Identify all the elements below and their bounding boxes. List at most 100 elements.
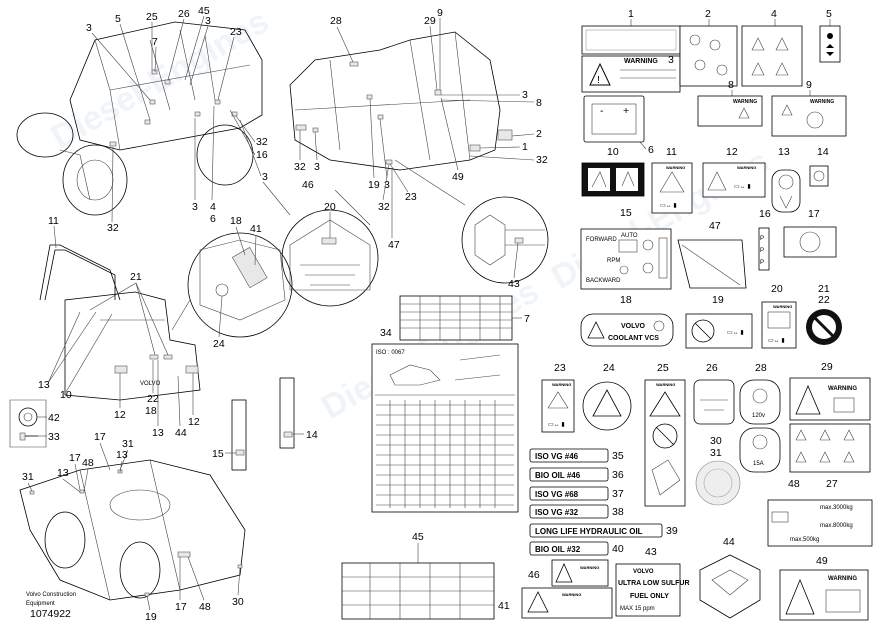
svg-text:WARNING: WARNING bbox=[773, 304, 792, 309]
decal-11: 11 WARNING ▭↔ ▮ bbox=[651, 146, 693, 214]
svg-text:13: 13 bbox=[778, 146, 790, 158]
svg-text:32: 32 bbox=[107, 222, 119, 234]
svg-text:39: 39 bbox=[666, 525, 678, 537]
svg-text:48: 48 bbox=[82, 457, 94, 469]
decal-6: - + 6 bbox=[583, 95, 654, 156]
decal-44: 44 bbox=[699, 536, 761, 619]
svg-text:43: 43 bbox=[645, 546, 657, 558]
svg-text:31: 31 bbox=[122, 438, 134, 450]
svg-text:FORWARD: FORWARD bbox=[586, 237, 617, 243]
svg-text:18: 18 bbox=[620, 294, 632, 306]
svg-text:MAX 15 ppm: MAX 15 ppm bbox=[620, 606, 655, 612]
svg-text:34: 34 bbox=[380, 327, 392, 339]
svg-text:ISO : 0067: ISO : 0067 bbox=[376, 350, 405, 356]
decal-12: 12 WARNING ▭↔ ▮ bbox=[702, 146, 766, 198]
svg-text:2: 2 bbox=[705, 8, 711, 20]
svg-text:17: 17 bbox=[69, 452, 81, 464]
svg-text:24: 24 bbox=[603, 362, 615, 374]
decal-20: 20 WARNING ▭↔ ▮ bbox=[761, 283, 797, 349]
svg-text:LONG LIFE HYDRAULIC OIL: LONG LIFE HYDRAULIC OIL bbox=[535, 527, 643, 536]
svg-text:41: 41 bbox=[250, 223, 262, 235]
decal-19: 19 ▭↔ ▮ bbox=[685, 294, 753, 349]
decal-9: 9 WARNING bbox=[771, 79, 847, 137]
bolt-parts: 42 33 bbox=[9, 399, 60, 448]
svg-text:36: 36 bbox=[612, 469, 624, 481]
svg-text:VOLVO: VOLVO bbox=[140, 381, 161, 387]
svg-text:15A: 15A bbox=[753, 461, 764, 467]
svg-text:40: 40 bbox=[612, 543, 624, 555]
decal-7: 7 bbox=[399, 295, 530, 341]
zoom-circle-18: 18 41 24 bbox=[171, 215, 293, 350]
svg-text:17: 17 bbox=[94, 431, 106, 443]
svg-text:3: 3 bbox=[86, 22, 92, 34]
credit-line2: Equipment bbox=[26, 601, 55, 607]
svg-text:23: 23 bbox=[554, 362, 566, 374]
svg-text:16: 16 bbox=[256, 149, 268, 161]
svg-text:33: 33 bbox=[48, 431, 60, 443]
svg-text:30: 30 bbox=[710, 435, 722, 447]
svg-text:P: P bbox=[760, 260, 764, 266]
svg-text:19: 19 bbox=[145, 611, 157, 623]
svg-text:11: 11 bbox=[48, 215, 59, 227]
svg-text:21: 21 bbox=[130, 271, 142, 283]
svg-text:ISO VG #46: ISO VG #46 bbox=[535, 452, 579, 461]
svg-text:27: 27 bbox=[826, 478, 838, 490]
svg-text:7: 7 bbox=[152, 36, 158, 48]
svg-text:4: 4 bbox=[771, 8, 777, 20]
part-number: 1074922 bbox=[30, 608, 71, 620]
svg-text:3: 3 bbox=[668, 54, 674, 66]
svg-text:31: 31 bbox=[710, 447, 722, 459]
svg-text:ULTRA LOW SULFUR: ULTRA LOW SULFUR bbox=[618, 580, 690, 587]
svg-text:WARNING: WARNING bbox=[828, 576, 857, 582]
decal-49: 49 WARNING bbox=[779, 555, 869, 621]
svg-text:WARNING: WARNING bbox=[733, 99, 757, 105]
svg-text:RPM: RPM bbox=[607, 258, 620, 264]
decal-1: 1 ! WARNING 3 bbox=[581, 8, 681, 93]
svg-text:+: + bbox=[623, 105, 629, 117]
svg-text:8: 8 bbox=[536, 97, 542, 109]
svg-text:19: 19 bbox=[712, 294, 724, 306]
decal-41: 41 WARNING bbox=[498, 587, 613, 619]
svg-text:43: 43 bbox=[508, 278, 520, 290]
svg-text:44: 44 bbox=[723, 536, 735, 548]
decal-24: 24 bbox=[582, 362, 632, 431]
svg-text:30: 30 bbox=[232, 596, 244, 608]
svg-text:VOLVO: VOLVO bbox=[621, 323, 646, 330]
svg-text:12: 12 bbox=[114, 409, 126, 421]
svg-text:3: 3 bbox=[314, 161, 320, 173]
zoom-circle-20: 20 bbox=[262, 181, 379, 307]
svg-text:WARNING: WARNING bbox=[737, 165, 756, 170]
svg-text:7: 7 bbox=[524, 313, 530, 325]
svg-text:5: 5 bbox=[115, 13, 121, 25]
svg-text:10: 10 bbox=[60, 389, 72, 401]
svg-text:▭↔ ▮: ▭↔ ▮ bbox=[727, 330, 744, 336]
svg-text:29: 29 bbox=[424, 15, 436, 27]
cab-rear-callouts: 28 29 9 3 8 2 1 32 49 32 3 46 19 3 23 32… bbox=[294, 7, 548, 251]
svg-text:6: 6 bbox=[210, 213, 216, 225]
decal-46: 46 WARNING bbox=[528, 559, 609, 587]
svg-text:4: 4 bbox=[210, 201, 216, 213]
decal-2: 2 bbox=[679, 8, 738, 87]
svg-text:24: 24 bbox=[213, 338, 225, 350]
svg-text:120v: 120v bbox=[752, 413, 765, 419]
svg-text:max.500kg: max.500kg bbox=[790, 537, 819, 543]
decal-5: 5 bbox=[819, 8, 841, 63]
svg-text:28: 28 bbox=[755, 362, 767, 374]
decal-34-load-chart: ISO : 0067 34 bbox=[371, 327, 519, 513]
decal-30-31: 30 31 bbox=[695, 435, 741, 506]
svg-text:17: 17 bbox=[175, 601, 187, 613]
decal-28: 28 120v bbox=[739, 362, 781, 425]
svg-text:max.3000kg: max.3000kg bbox=[820, 505, 853, 511]
svg-text:▭↔ ▮: ▭↔ ▮ bbox=[768, 338, 785, 344]
svg-text:32: 32 bbox=[294, 161, 306, 173]
svg-text:2: 2 bbox=[536, 128, 542, 140]
svg-text:WARNING: WARNING bbox=[562, 592, 581, 597]
svg-text:14: 14 bbox=[306, 429, 318, 441]
svg-text:21: 21 bbox=[818, 283, 830, 295]
credit-line1: Volvo Construction bbox=[26, 592, 76, 598]
svg-text:12: 12 bbox=[188, 416, 200, 428]
svg-text:23: 23 bbox=[230, 26, 242, 38]
svg-text:13: 13 bbox=[116, 449, 128, 461]
svg-text:44: 44 bbox=[175, 427, 187, 439]
svg-text:1: 1 bbox=[628, 8, 634, 20]
